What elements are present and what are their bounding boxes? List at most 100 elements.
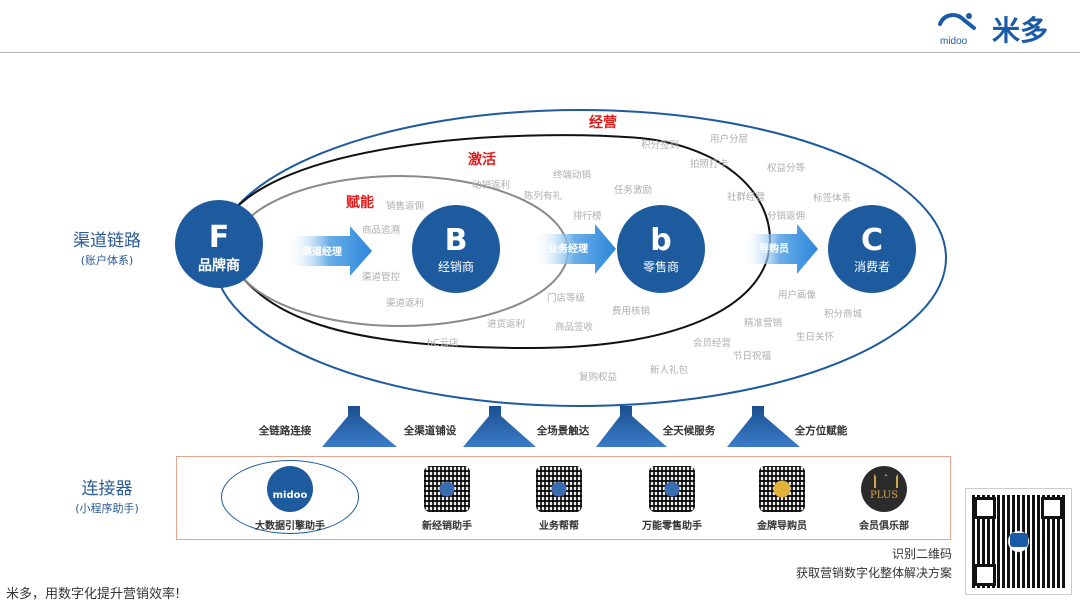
keyword: 销售返佣 xyxy=(386,200,424,212)
qr-note-line1: 识别二维码 xyxy=(891,547,952,561)
ring-label-jihuo: 激活 xyxy=(468,151,496,168)
flow-arrow-shopping-guide: 导购员 xyxy=(742,224,818,274)
node-label: 品牌商 xyxy=(198,257,240,274)
qr-finder xyxy=(974,564,996,586)
node-label: 消费者 xyxy=(854,260,890,274)
app-gold-guide[interactable]: 金牌导购员 xyxy=(727,466,837,532)
mini-program-qr-icon xyxy=(424,466,470,512)
crown-icon xyxy=(874,474,898,488)
up-arrow-3 xyxy=(596,406,667,447)
connector-sub: (小程序助手) xyxy=(75,502,139,515)
keyword: 排行榜 xyxy=(573,210,602,222)
keyword: 费用核销 xyxy=(612,305,651,317)
contact-qr-code[interactable] xyxy=(965,488,1072,595)
channel-chain-label: 渠道链路 (账户体系) xyxy=(52,226,162,268)
node-letter: B xyxy=(445,223,468,258)
ring-label-funeng: 赋能 xyxy=(346,194,374,211)
node-consumer: C 消费者 xyxy=(828,205,916,293)
up-arrow-label: 全天候服务 xyxy=(662,424,716,437)
mini-program-qr-icon xyxy=(536,466,582,512)
connector-title: 连接器 xyxy=(81,479,133,499)
midoo-logo-mark: midoo 米多 xyxy=(938,13,1048,47)
plus-crown-icon: PLUS xyxy=(861,466,907,512)
keyword: 商品签收 xyxy=(555,321,594,333)
midoo-app-icon-text: midoo xyxy=(272,490,308,501)
keyword: 动销返利 xyxy=(472,179,510,191)
mini-program-qr-icon xyxy=(759,466,805,512)
keyword: 节日祝福 xyxy=(733,350,771,362)
flow-arrow-label: 导购员 xyxy=(759,242,789,255)
midoo-logo: midoo 米多 xyxy=(934,8,1064,48)
keyword: 门店等级 xyxy=(547,292,586,304)
flow-arrow-label: 业务经理 xyxy=(548,242,588,255)
flow-arrow-sales-manager: 业务经理 xyxy=(533,224,616,274)
up-arrows: 全链路连接 全渠道铺设 全场景触达 全天候服务 全方位赋能 xyxy=(258,406,848,447)
qr-finder xyxy=(1041,497,1063,519)
qr-finder xyxy=(974,497,996,519)
keyword-cloud: 销售返佣 商品追溯 渠道管控 渠道返利 动销返利 陈列有礼 终端动销 任务激励 … xyxy=(362,133,863,383)
keyword: 商品追溯 xyxy=(362,224,400,236)
channel-chain-sub: (账户体系) xyxy=(80,254,134,267)
node-letter: F xyxy=(209,220,230,255)
keyword: 会员经营 xyxy=(693,337,731,349)
app-name: 万能零售助手 xyxy=(642,521,702,532)
flow-arrow-label: 渠道经理 xyxy=(301,245,342,258)
node-label: 零售商 xyxy=(643,259,679,274)
app-oval-frame xyxy=(221,460,359,534)
keyword: 生日关怀 xyxy=(796,331,835,343)
keyword: 渠道管控 xyxy=(362,271,401,283)
qr-note: 识别二维码 获取营销数字化整体解决方案 xyxy=(796,545,952,583)
keyword: bC云店 xyxy=(427,337,459,349)
node-letter: b xyxy=(650,223,671,258)
midoo-app-icon: midoo xyxy=(267,466,313,512)
keyword: 拍照打卡 xyxy=(690,158,729,170)
app-bigdata-assistant[interactable]: midoo 大数据引擎助手 xyxy=(235,466,345,532)
footer-slogan: 米多，用数字化提升营销效率! xyxy=(6,587,181,602)
keyword: 进货返利 xyxy=(487,318,525,330)
keyword: 权益分等 xyxy=(767,162,806,174)
app-name: 金牌导购员 xyxy=(757,521,807,532)
keyword: 用户画像 xyxy=(778,289,817,301)
keyword: 陈列有礼 xyxy=(524,190,563,202)
app-retail-assistant[interactable]: 万能零售助手 xyxy=(617,466,727,532)
node-retailer: b 零售商 xyxy=(617,205,705,293)
header-divider xyxy=(0,52,1080,53)
keyword: 积分签到 xyxy=(641,139,679,151)
up-arrow-4 xyxy=(727,406,800,447)
logo-text: 米多 xyxy=(992,14,1048,47)
up-arrow-1 xyxy=(322,406,397,447)
keyword: 分销返佣 xyxy=(767,210,805,222)
app-name: 会员俱乐部 xyxy=(859,521,909,532)
keyword: 社群经营 xyxy=(727,191,765,203)
keyword: 精准营销 xyxy=(744,317,783,329)
up-arrow-label: 全场景触达 xyxy=(536,424,590,437)
up-arrow-label: 全链路连接 xyxy=(258,424,312,437)
app-business-helper[interactable]: 业务帮帮 xyxy=(504,466,614,532)
qr-center-logo xyxy=(1010,533,1028,547)
node-label: 经销商 xyxy=(438,259,474,274)
node-brand: F 品牌商 xyxy=(175,200,263,288)
connector-label: 连接器 (小程序助手) xyxy=(52,474,162,516)
logo-sub: midoo xyxy=(940,36,968,47)
up-arrow-label: 全方位赋能 xyxy=(794,424,848,437)
app-name: 业务帮帮 xyxy=(539,521,579,532)
keyword: 渠道返利 xyxy=(386,297,424,309)
keyword: 积分商城 xyxy=(824,308,863,320)
flow-arrow-channel-manager: 渠道经理 xyxy=(286,226,372,276)
keyword: 任务激励 xyxy=(614,184,652,196)
qr-note-line2: 获取营销数字化整体解决方案 xyxy=(795,566,952,580)
ring-label-jingying: 经营 xyxy=(589,114,617,131)
keyword: 标签体系 xyxy=(813,192,851,204)
node-letter: C xyxy=(861,223,883,258)
mini-program-qr-icon xyxy=(649,466,695,512)
keyword: 用户分层 xyxy=(710,133,748,145)
app-member-club[interactable]: PLUS 会员俱乐部 xyxy=(829,466,939,532)
app-name: 大数据引擎助手 xyxy=(255,521,325,532)
app-name: 新经销助手 xyxy=(422,521,472,532)
channel-chain-title: 渠道链路 xyxy=(73,231,141,251)
app-new-distributor[interactable]: 新经销助手 xyxy=(392,466,502,532)
up-arrow-2 xyxy=(463,406,536,447)
keyword: 复购权益 xyxy=(579,371,618,383)
node-distributor: B 经销商 xyxy=(412,205,500,293)
